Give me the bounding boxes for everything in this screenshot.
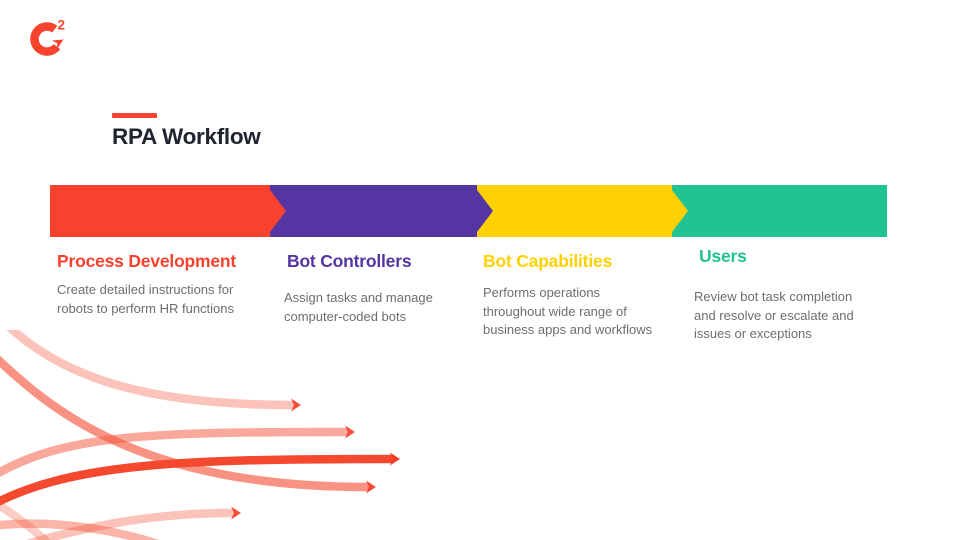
arrow-right-icon xyxy=(270,190,286,232)
g2-logo-superscript: 2 xyxy=(58,18,66,33)
band-segment-bot-controllers xyxy=(270,185,477,237)
step-description: Create detailed instructions for robots … xyxy=(57,282,235,316)
flow-line xyxy=(0,427,351,478)
g2-logo: 2 xyxy=(30,18,66,56)
flow-line-arrow-tip xyxy=(366,480,376,494)
flow-line-arrow-tip xyxy=(291,398,301,412)
step-description: Assign tasks and manage computer-coded b… xyxy=(284,290,433,324)
title-accent-bar xyxy=(112,113,157,118)
flow-line-arrow-tip xyxy=(345,425,355,439)
page-title: RPA Workflow xyxy=(112,124,261,149)
step-heading: Bot Capabilities xyxy=(483,251,613,271)
step-process-development: Process Development Create detailed inst… xyxy=(57,251,269,318)
title-block: RPA Workflow xyxy=(112,113,261,150)
band-segment-process-development xyxy=(50,185,270,237)
step-bot-controllers: Bot Controllers Assign tasks and manage … xyxy=(284,251,456,326)
flow-line xyxy=(0,454,396,506)
step-heading: Bot Controllers xyxy=(287,251,412,271)
step-heading: Process Development xyxy=(57,251,237,271)
flow-line xyxy=(0,355,372,492)
arrow-right-icon xyxy=(477,190,493,232)
step-bot-capabilities: Bot Capabilities Performs operations thr… xyxy=(483,251,663,340)
arrow-right-icon xyxy=(672,190,688,232)
flow-line xyxy=(0,500,51,540)
band-segment-users xyxy=(672,185,887,237)
workflow-band xyxy=(50,185,887,237)
step-description: Review bot task completion and resolve o… xyxy=(694,289,854,341)
step-description: Performs operations throughout wide rang… xyxy=(483,285,653,337)
g2-logo-ring xyxy=(30,22,61,56)
flow-line-arrow-tip xyxy=(231,506,241,520)
step-users: Users Review bot task completion and res… xyxy=(694,246,874,344)
flow-line xyxy=(6,330,297,410)
flow-lines-decoration xyxy=(0,330,400,540)
band-segment-bot-capabilities xyxy=(477,185,672,237)
step-heading: Users xyxy=(699,246,747,266)
flow-line-arrow-tip xyxy=(390,452,400,466)
g2-logo-arrow xyxy=(52,39,64,51)
flow-line xyxy=(0,519,160,540)
